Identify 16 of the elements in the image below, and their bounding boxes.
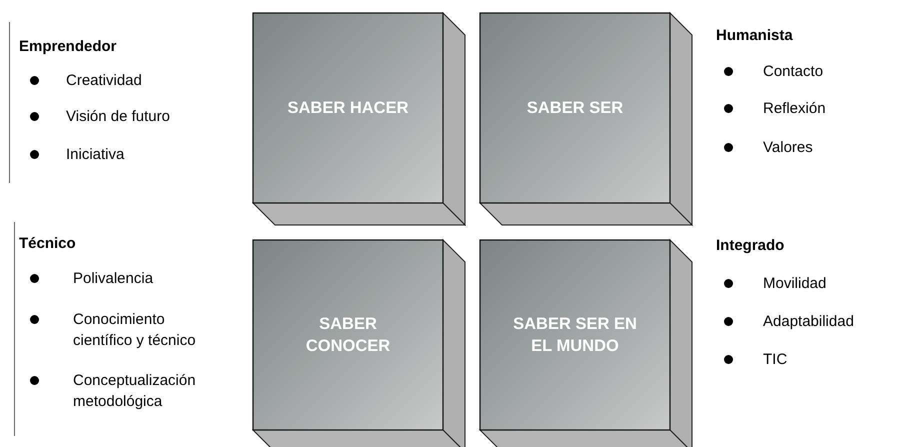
list-item: Valores bbox=[763, 138, 813, 158]
group-heading: Integrado bbox=[716, 236, 784, 256]
list-item: Movilidad bbox=[763, 274, 826, 294]
list-item: Reflexión bbox=[763, 99, 826, 119]
list-item: TIC bbox=[763, 350, 788, 370]
group-heading: Técnico bbox=[19, 234, 76, 254]
list-item: Visión de futuro bbox=[66, 107, 170, 127]
group-heading: Emprendedor bbox=[19, 37, 117, 57]
list-item: Creatividad bbox=[66, 71, 142, 91]
list-item: Adaptabilidad bbox=[763, 312, 854, 332]
list-item: Iniciativa bbox=[66, 145, 124, 165]
list-item: Conocimiento científico y técnico bbox=[73, 310, 197, 351]
list-item: Conceptualización metodológica bbox=[73, 371, 197, 412]
group-heading: Humanista bbox=[716, 26, 793, 46]
list-item: Contacto bbox=[763, 62, 824, 82]
list-item: Polivalencia bbox=[73, 269, 154, 289]
